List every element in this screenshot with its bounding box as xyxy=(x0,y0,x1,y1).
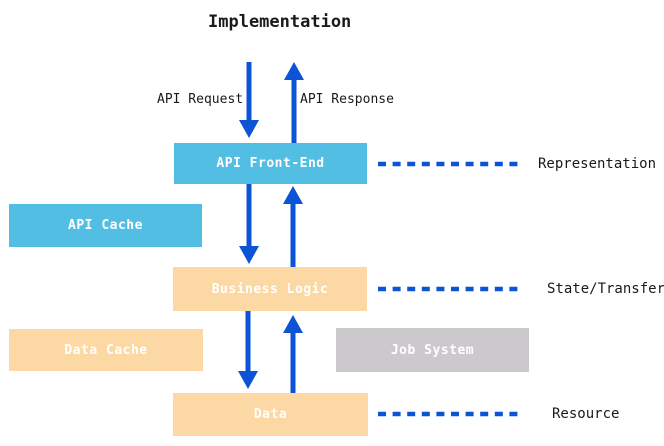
logic-to-data-arrowhead xyxy=(238,371,258,389)
representation-layer-label: Representation xyxy=(538,156,657,172)
data-label: Data xyxy=(253,407,288,422)
data-box: Data xyxy=(173,393,368,436)
logic-to-frontend-arrowhead xyxy=(283,186,303,204)
data-cache-box: Data Cache xyxy=(9,329,203,371)
api-request-label: API Request xyxy=(157,92,244,107)
api-request-arrowhead xyxy=(239,120,259,138)
api-front-end-label: API Front-End xyxy=(216,156,325,171)
diagram-title: Implementation xyxy=(208,12,352,32)
api-cache-box: API Cache xyxy=(9,204,202,247)
api-response-arrowhead xyxy=(284,62,304,80)
state-transfer-layer-label: State/Transfer xyxy=(547,281,664,297)
api-response-label: API Response xyxy=(300,92,394,107)
api-front-end-box: API Front-End xyxy=(174,143,367,184)
data-to-logic-arrowhead xyxy=(283,315,303,333)
business-logic-label: Business Logic xyxy=(211,281,329,297)
job-system-box: Job System xyxy=(336,328,529,372)
job-system-label: Job System xyxy=(390,342,475,358)
resource-layer-label: Resource xyxy=(552,406,620,422)
frontend-to-logic-arrowhead xyxy=(239,246,259,264)
business-logic-box: Business Logic xyxy=(173,267,367,311)
api-cache-label: API Cache xyxy=(68,218,143,233)
data-cache-label: Data Cache xyxy=(64,342,148,358)
